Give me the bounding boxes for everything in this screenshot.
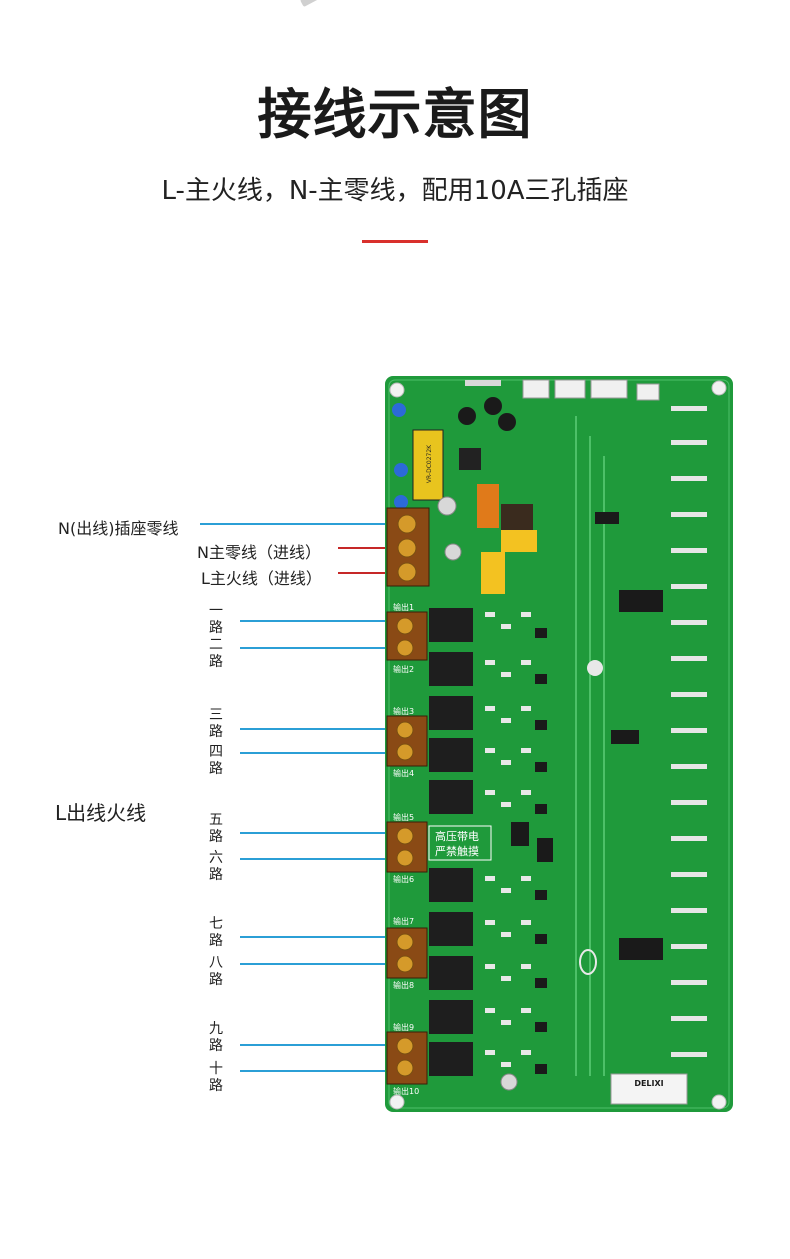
output-label: 输出6 bbox=[393, 874, 414, 884]
wire-channel-6 bbox=[240, 858, 390, 860]
label-n-in: N主零线（进线） bbox=[197, 543, 321, 562]
ic-chip bbox=[619, 590, 663, 612]
channel-label-5: 五路 bbox=[209, 812, 223, 845]
channel-label-2: 二路 bbox=[209, 637, 223, 670]
capacitor bbox=[484, 397, 502, 415]
wire-n-in bbox=[338, 547, 390, 549]
film-capacitor bbox=[481, 552, 505, 594]
ic-chip bbox=[459, 448, 481, 470]
wire-channel-7 bbox=[240, 936, 390, 938]
relay bbox=[429, 1000, 473, 1034]
wire-channel-10 bbox=[240, 1070, 390, 1072]
transformer-text: VR-DC0272K bbox=[426, 444, 433, 483]
warning-line-2: 严禁触摸 bbox=[435, 844, 479, 858]
wire-channel-1 bbox=[240, 620, 390, 622]
relay bbox=[429, 868, 473, 902]
mounting-hole bbox=[711, 380, 727, 396]
channel-label-3: 三路 bbox=[209, 707, 223, 740]
channel-label-8: 八路 bbox=[209, 955, 223, 988]
output-label: 输出10 bbox=[393, 1086, 419, 1096]
channel-label-10: 十路 bbox=[209, 1061, 223, 1094]
connector bbox=[554, 379, 586, 399]
warning-line-1: 高压带电 bbox=[435, 829, 479, 843]
output-label: 输出3 bbox=[393, 706, 414, 716]
relay bbox=[429, 652, 473, 686]
channel-label-9: 九路 bbox=[209, 1021, 223, 1054]
warning-box bbox=[428, 825, 492, 861]
connector bbox=[590, 379, 628, 399]
relay bbox=[429, 696, 473, 730]
output-label: 输出4 bbox=[393, 768, 414, 778]
pcb-board: VR-DC0272K bbox=[385, 376, 733, 1112]
inductor bbox=[501, 504, 533, 530]
wire-channel-8 bbox=[240, 963, 390, 965]
channel-label-6: 六路 bbox=[209, 850, 223, 883]
connector-strip bbox=[465, 380, 501, 386]
screw bbox=[397, 538, 417, 558]
transformer bbox=[412, 429, 444, 501]
relay-group bbox=[429, 608, 473, 1076]
output-terminals bbox=[386, 611, 428, 1085]
relay-cap bbox=[501, 530, 537, 552]
page-title: 接线示意图 bbox=[257, 83, 533, 146]
screw bbox=[397, 514, 417, 534]
output-label: 输出9 bbox=[393, 1022, 414, 1032]
capacitor bbox=[444, 543, 462, 561]
ic-chip bbox=[537, 838, 553, 862]
capacitor bbox=[394, 463, 408, 477]
pin-header bbox=[671, 406, 707, 1057]
channel-label-1: 一路 bbox=[209, 603, 223, 636]
wire-n-out bbox=[200, 523, 390, 525]
capacitor bbox=[437, 496, 457, 516]
relay bbox=[429, 738, 473, 772]
label-l-out: L出线火线 bbox=[55, 801, 147, 825]
label-n-out: N(出线)插座零线 bbox=[58, 519, 179, 538]
connector bbox=[636, 383, 660, 401]
mounting-hole bbox=[389, 1094, 405, 1110]
connector bbox=[522, 379, 550, 399]
channel-label-7: 七路 bbox=[209, 916, 223, 949]
page-subtitle: L-主火线，N-主零线，配用10A三孔插座 bbox=[161, 176, 629, 206]
wire-channel-3 bbox=[240, 728, 390, 730]
output-label: 输出8 bbox=[393, 980, 414, 990]
brand-label bbox=[610, 1073, 688, 1105]
wire-channel-9 bbox=[240, 1044, 390, 1046]
wire-channel-4 bbox=[240, 752, 390, 754]
output-label: 输出5 bbox=[393, 812, 414, 822]
ic-chip bbox=[619, 938, 663, 960]
screw bbox=[397, 562, 417, 582]
mounting-hole bbox=[711, 1094, 727, 1110]
brand-text: DELIXI bbox=[634, 1079, 663, 1088]
relay bbox=[429, 1042, 473, 1076]
ic-chip bbox=[511, 822, 529, 846]
wire-channel-2 bbox=[240, 647, 390, 649]
relay bbox=[429, 608, 473, 642]
relay bbox=[429, 912, 473, 946]
capacitor bbox=[458, 407, 476, 425]
wire-l-in bbox=[338, 572, 390, 574]
capacitor bbox=[392, 403, 406, 417]
capacitor bbox=[498, 413, 516, 431]
wire-channel-5 bbox=[240, 832, 390, 834]
ic-chip bbox=[595, 512, 619, 524]
output-label: 输出1 bbox=[393, 602, 414, 612]
channel-label-4: 四路 bbox=[209, 744, 223, 777]
varistor bbox=[477, 484, 499, 528]
accent-divider bbox=[362, 240, 428, 243]
output-label: 输出7 bbox=[393, 916, 414, 926]
capacitor bbox=[394, 495, 408, 509]
relay bbox=[429, 780, 473, 814]
label-l-in: L主火线（进线） bbox=[201, 569, 322, 588]
ic-chip bbox=[611, 730, 639, 744]
relay bbox=[429, 956, 473, 990]
mounting-hole bbox=[389, 382, 405, 398]
decorative-stroke bbox=[300, 0, 331, 8]
capacitor bbox=[500, 1073, 518, 1091]
output-label: 输出2 bbox=[393, 664, 414, 674]
